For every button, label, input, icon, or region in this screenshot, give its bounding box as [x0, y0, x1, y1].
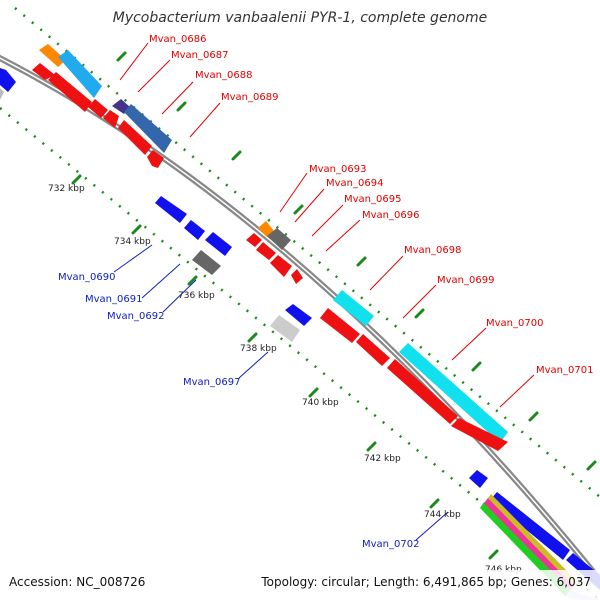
- label-mvan-0700: Mvan_0700: [486, 318, 543, 329]
- gene-mvan-0693-orange: [258, 221, 274, 237]
- gene-forward-12: [356, 334, 390, 366]
- gene-forward-11: [320, 308, 360, 343]
- gene-mvan-0697-lightgray: [270, 315, 300, 342]
- kbp-label-732: 732 kbp: [48, 184, 85, 194]
- gene-forward-14: [451, 418, 508, 451]
- gene-forward-7: [246, 233, 262, 247]
- label-mvan-0698: Mvan_0698: [404, 245, 461, 256]
- label-mvan-0694: Mvan_0694: [326, 178, 383, 189]
- gene-mvan-0688-indigo: [112, 99, 130, 114]
- label-mvan-0687: Mvan_0687: [171, 50, 228, 61]
- gene-forward-5: [118, 120, 152, 155]
- gene-forward-1: [32, 63, 55, 80]
- label-mvan-0689: Mvan_0689: [221, 92, 278, 103]
- gene-mvan-0702: [490, 492, 570, 560]
- kbp-label-742: 742 kbp: [364, 454, 401, 464]
- callout-lines: [113, 42, 535, 541]
- kbp-ticks: [71, 51, 597, 560]
- map-title: Mycobacterium vanbaalenii PYR-1, complet…: [113, 10, 488, 26]
- gene-mvan-0700-cyan: [399, 343, 508, 443]
- label-mvan-0686: Mvan_0686: [149, 34, 206, 45]
- accession-text: Accession: NC_008726: [9, 575, 145, 589]
- gene-forward-4: [103, 110, 119, 128]
- label-mvan-0688: Mvan_0688: [195, 70, 252, 81]
- label-mvan-0695: Mvan_0695: [344, 194, 401, 205]
- gene-mvan-0689-steelblue: [124, 104, 172, 153]
- kbp-label-744: 744 kbp: [424, 510, 461, 520]
- gene-mvan-0691-gray: [192, 250, 221, 275]
- gene-stripe-yellow: [488, 494, 578, 586]
- label-mvan-0690: Mvan_0690: [58, 272, 115, 283]
- gene-forward-13: [387, 359, 458, 424]
- gene-forward-6: [147, 150, 164, 168]
- gene-mvan-0694-gray: [267, 228, 291, 250]
- genome-summary-text: Topology: circular; Length: 6,491,865 bp…: [260, 575, 591, 589]
- label-mvan-0693: Mvan_0693: [309, 164, 366, 175]
- kbp-label-738: 738 kbp: [240, 344, 277, 354]
- kbp-label-734: 734 kbp: [114, 237, 151, 247]
- label-mvan-0691: Mvan_0691: [85, 294, 142, 305]
- gene-mvan-0692: [285, 304, 312, 326]
- gene-reverse-1: [155, 196, 187, 223]
- label-mvan-0697: Mvan_0697: [183, 377, 240, 388]
- outer-guide-rail: [14, 7, 600, 498]
- forward-gene-labels[interactable]: Mvan_0686 Mvan_0687 Mvan_0688 Mvan_0689 …: [149, 34, 593, 376]
- gene-mvan-0690: [184, 220, 205, 240]
- label-mvan-0692: Mvan_0692: [107, 311, 164, 322]
- gene-stripe-pink: [484, 498, 574, 590]
- forward-strand-genes[interactable]: [32, 44, 508, 451]
- reverse-gene-labels[interactable]: Mvan_0690 Mvan_0691 Mvan_0692 Mvan_0697 …: [58, 272, 419, 550]
- gene-forward-10: [291, 269, 303, 284]
- label-mvan-0701: Mvan_0701: [536, 365, 593, 376]
- gene-mvan-0686-orange: [39, 44, 66, 67]
- gene-reverse-2: [205, 232, 232, 256]
- label-mvan-0699: Mvan_0699: [437, 275, 494, 286]
- gene-mvan-0698-cyan: [333, 290, 374, 326]
- gene-forward-3: [88, 99, 108, 118]
- footer-backdrop: [0, 570, 600, 600]
- gene-forward-2: [48, 72, 92, 112]
- gene-forward-8: [256, 242, 276, 260]
- gene-reverse-edge-gray: [0, 88, 4, 100]
- gene-reverse-3: [469, 470, 488, 488]
- kbp-label-740: 740 kbp: [302, 398, 339, 408]
- label-mvan-0702: Mvan_0702: [362, 539, 419, 550]
- gene-forward-9: [270, 255, 292, 277]
- gene-reverse-edge: [0, 68, 16, 92]
- kbp-label-736: 736 kbp: [178, 291, 215, 301]
- label-mvan-0696: Mvan_0696: [362, 210, 419, 221]
- reverse-strand-genes[interactable]: [0, 68, 600, 600]
- gene-mvan-0687-skyblue: [58, 50, 102, 98]
